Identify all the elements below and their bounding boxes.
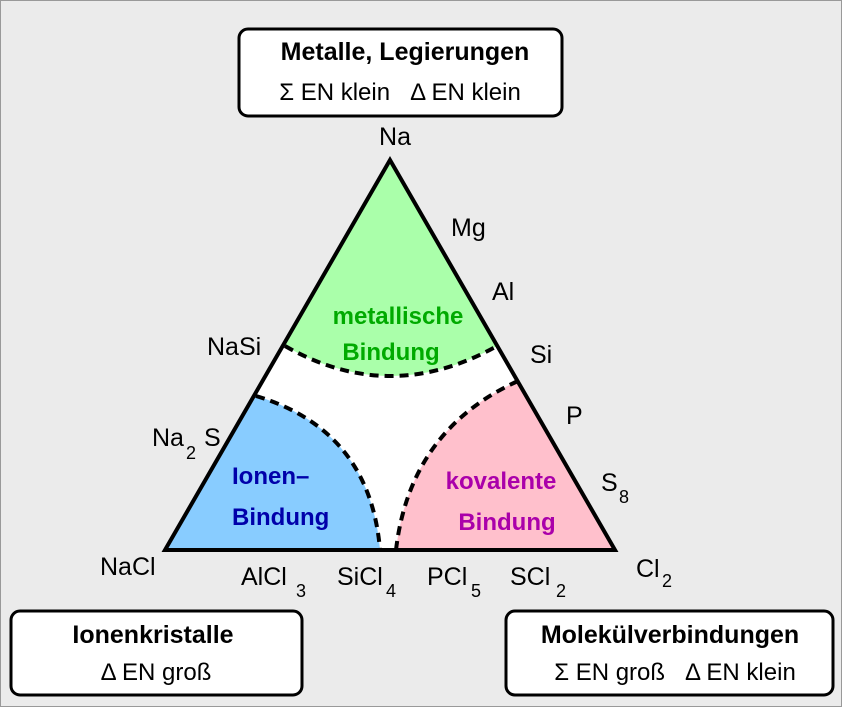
label-scl2-sub: 2: [556, 581, 566, 601]
label-pcl5-sub: 5: [471, 581, 481, 601]
box-molecular-title: Molekülverbindungen: [541, 621, 799, 649]
vertex-cl2-sub: 2: [662, 571, 672, 591]
label-si: Si: [530, 341, 552, 369]
label-sicl4: SiCl: [337, 563, 383, 591]
vertex-cl2: Cl: [636, 555, 660, 583]
box-metals-line: Σ EN klein Δ EN klein: [279, 79, 521, 106]
label-na2s-after: S: [204, 424, 221, 452]
vertex-nacl: NaCl: [100, 553, 156, 581]
label-scl2: SCl: [510, 563, 550, 591]
ionic-label-2: Bindung: [232, 504, 329, 531]
box-molecular: Molekülverbindungen Σ EN groß Δ EN klein: [504, 609, 835, 697]
label-pcl5: PCl: [427, 563, 467, 591]
box-ionic-frame: [9, 609, 304, 697]
box-ionic-line: Δ EN groß: [101, 659, 212, 686]
label-alcl3-sub: 3: [296, 581, 306, 601]
box-ionic-crystals: Ionenkristalle Δ EN groß: [9, 609, 304, 697]
box-molecular-line: Σ EN groß Δ EN klein: [554, 659, 796, 686]
metallic-label-2: Bindung: [342, 339, 439, 366]
covalent-label-1: kovalente: [446, 468, 557, 495]
label-sicl4-sub: 4: [386, 581, 396, 601]
label-p: P: [566, 402, 583, 430]
covalent-boundary: [394, 379, 519, 551]
box-molecular-frame: [504, 609, 835, 697]
box-ionic-title: Ionenkristalle: [72, 621, 233, 649]
triangle-outline: [161, 155, 619, 552]
label-al: Al: [492, 278, 514, 306]
ionic-boundary: [255, 394, 382, 551]
covalent-label-2: Bindung: [458, 509, 555, 536]
ionic-label-1: Ionen–: [232, 463, 309, 490]
label-alcl3: AlCl: [241, 563, 287, 591]
label-mg: Mg: [451, 214, 486, 242]
label-s8-sub: 8: [619, 487, 629, 507]
label-na2s: Na: [152, 424, 184, 452]
metallic-boundary: [284, 344, 498, 378]
box-metals: Metalle, Legierungen Σ EN klein Δ EN kle…: [237, 27, 564, 118]
label-na2s-sub: 2: [186, 443, 196, 463]
label-s8: S: [601, 469, 618, 497]
metallic-region: [285, 160, 497, 376]
label-nasi: NaSi: [207, 333, 261, 361]
metallic-label-1: metallische: [333, 303, 464, 330]
vertex-na: Na: [379, 123, 411, 151]
box-metals-frame: [237, 27, 564, 118]
covalent-region: [396, 381, 615, 550]
box-metals-title: Metalle, Legierungen: [281, 38, 530, 66]
